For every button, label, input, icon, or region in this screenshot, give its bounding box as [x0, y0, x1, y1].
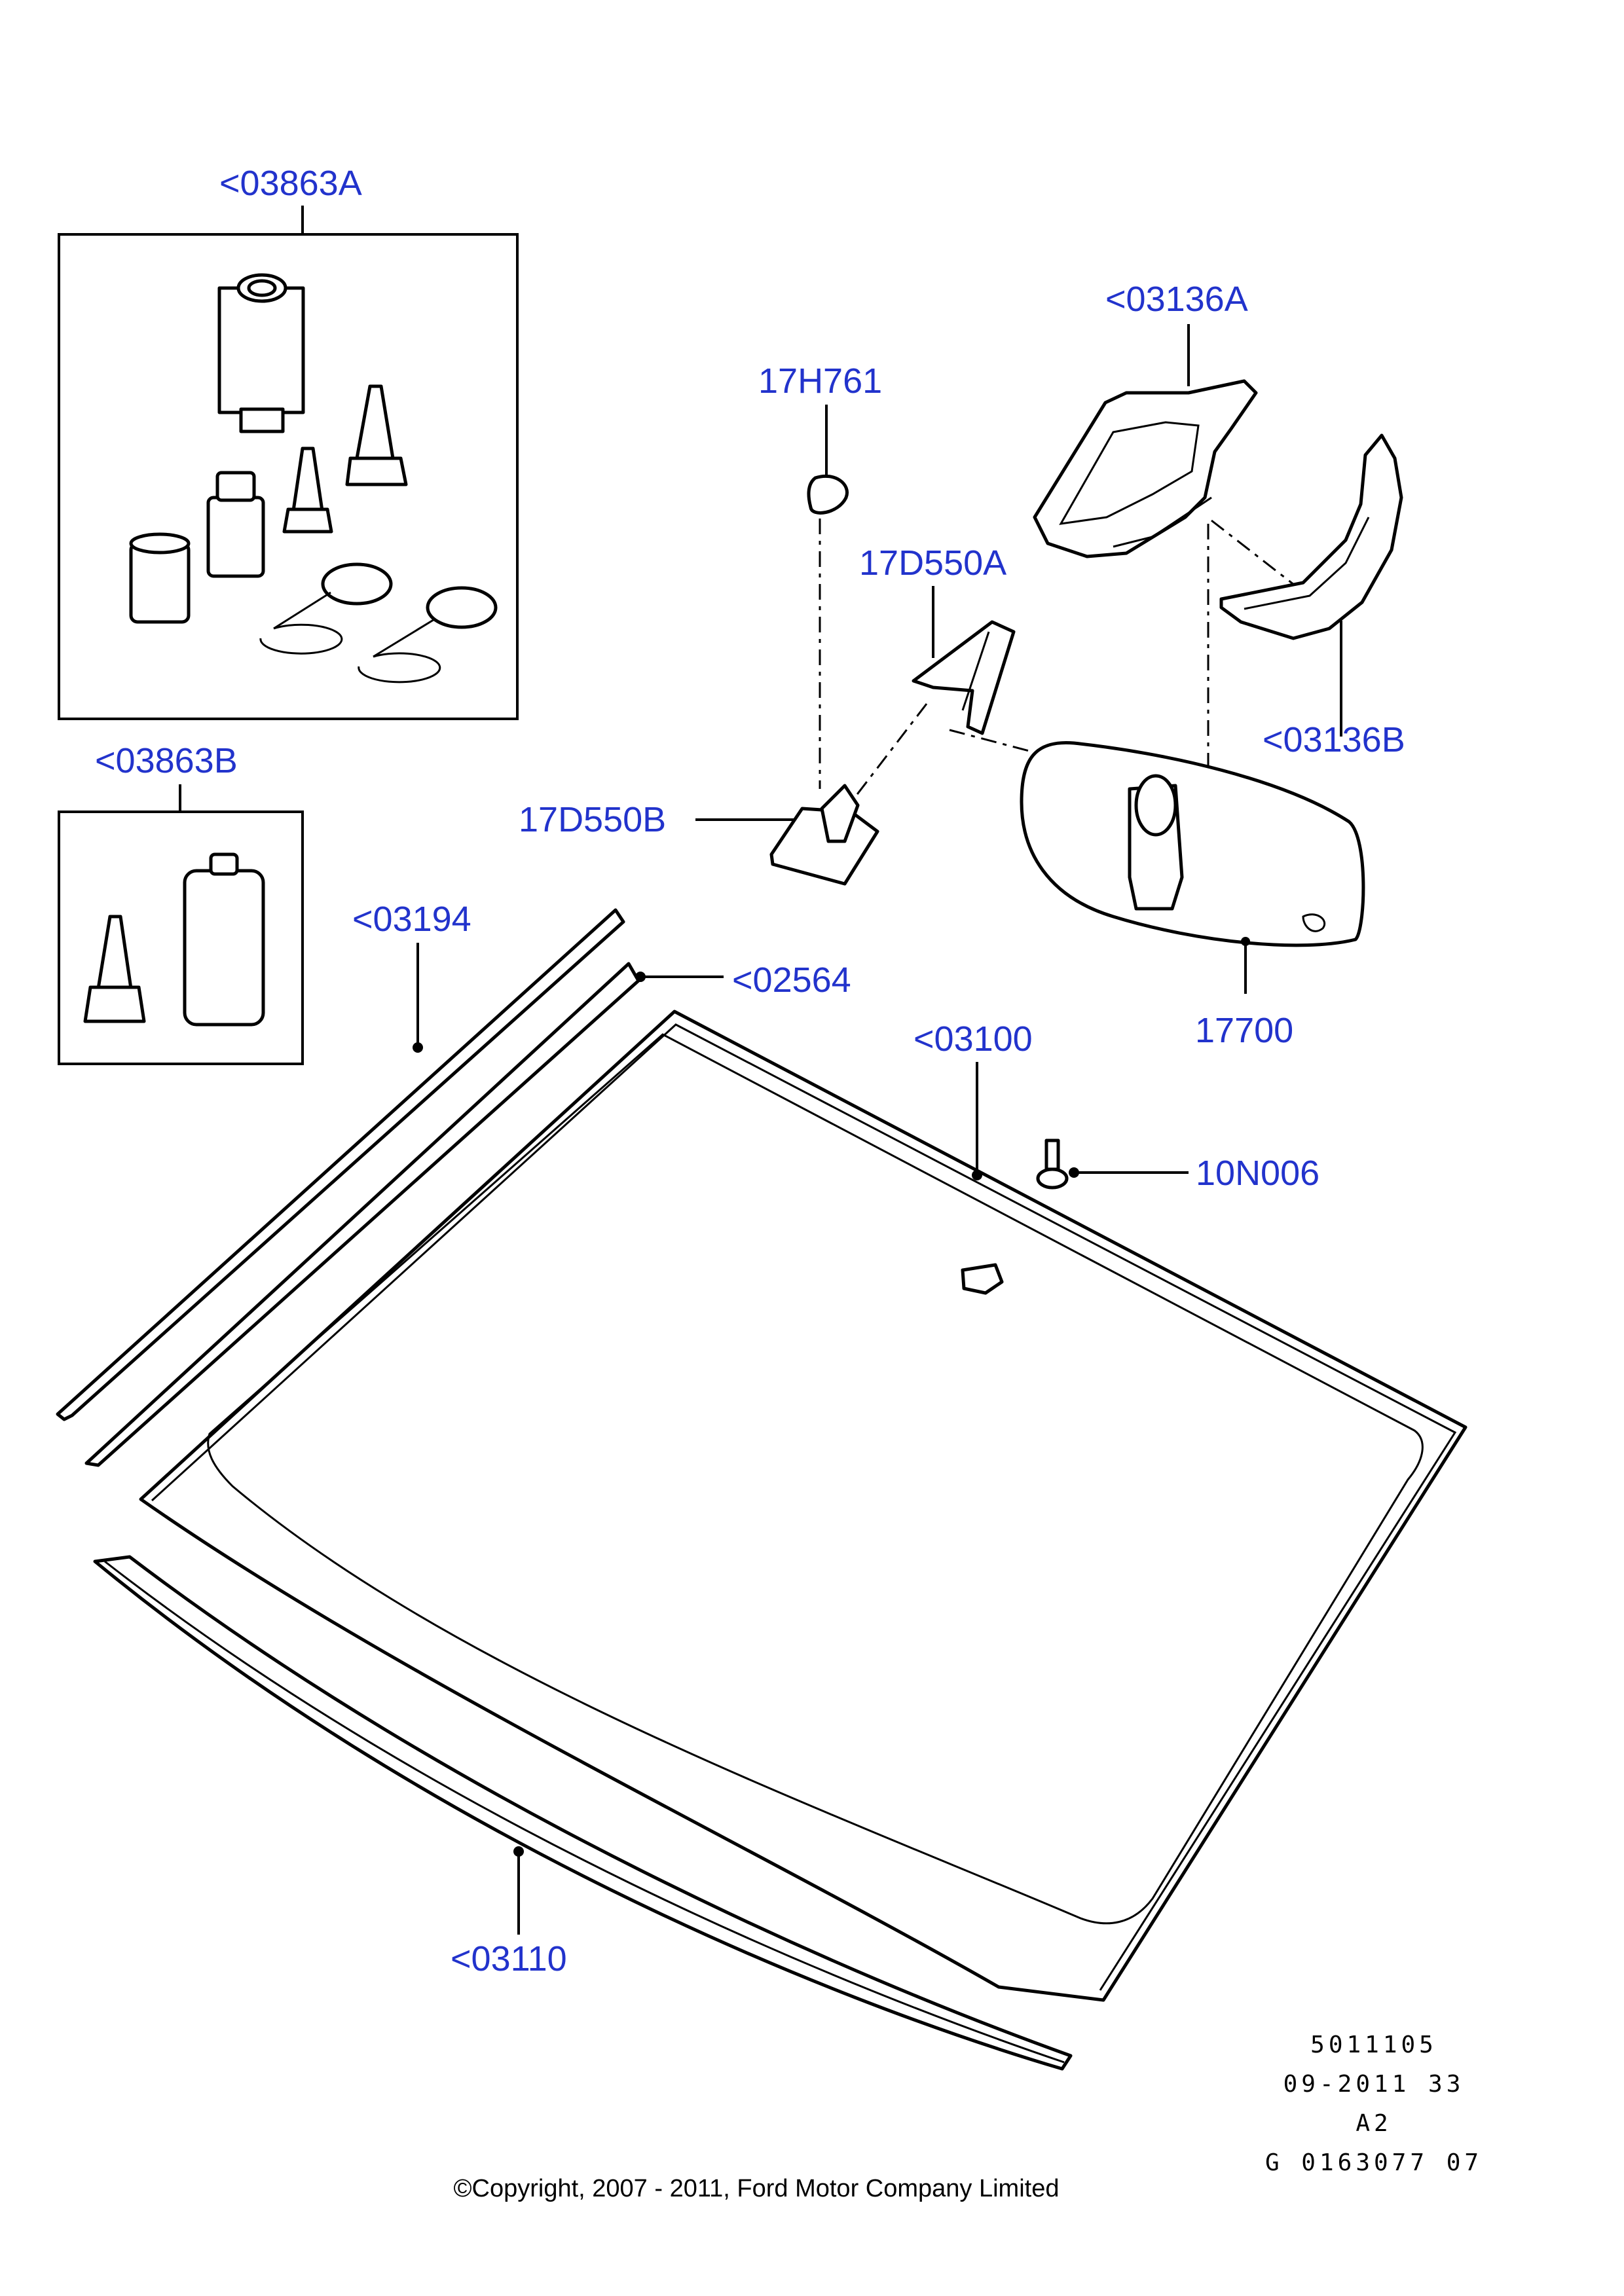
a-pillar-molding-icon: [56, 908, 625, 1421]
part-17d550b: 17D550B: [519, 784, 879, 886]
part-03110: <03110: [93, 1555, 1073, 2071]
ref-line-2: 09-2011 33: [1283, 2071, 1465, 2098]
label-17700[interactable]: 17700: [1195, 1011, 1293, 1050]
mirror-cover-upper-icon: [1033, 379, 1258, 558]
adhesive-cartridge-icon: [217, 286, 305, 414]
label-02564[interactable]: <02564: [732, 960, 851, 1000]
label-03110[interactable]: <03110: [451, 1939, 567, 1978]
primer-bottle-icon: [206, 496, 265, 578]
ref-line-4: G 0163077 07: [1265, 2149, 1483, 2176]
ref-line-1: 5011105: [1310, 2032, 1437, 2058]
windshield-glass-icon: [139, 1010, 1467, 2002]
cowl-seal-icon: [93, 1555, 1073, 2071]
kit-03863b: <03863B: [58, 741, 304, 1065]
part-17700: 17700: [1020, 740, 1365, 1050]
label-03100[interactable]: <03100: [913, 1019, 1033, 1059]
windshield-molding-icon: [84, 962, 640, 1467]
part-03136a: <03136A: [1033, 280, 1301, 845]
label-10n006[interactable]: 10N006: [1196, 1154, 1320, 1193]
part-10n006: 10N006: [1036, 1139, 1320, 1193]
nozzle-icon: [291, 446, 324, 513]
applicator-pad-icon: [321, 562, 393, 606]
kit-03863a: <03863A: [58, 164, 519, 720]
part-17d550a: 17D550A: [850, 543, 1137, 803]
cleaner-bottle-icon: [183, 869, 265, 1027]
reference-block: 5011105 09-2011 33 A2 G 0163077 07: [1265, 2032, 1483, 2176]
part-02564: <02564: [84, 960, 851, 1467]
jar-icon: [129, 541, 191, 624]
label-17d550a[interactable]: 17D550A: [859, 543, 1006, 583]
applicator-pad-icon: [426, 586, 498, 629]
sensor-pad-icon: [807, 474, 849, 515]
label-03863a[interactable]: <03863A: [219, 164, 362, 203]
label-03194[interactable]: <03194: [352, 900, 471, 939]
part-03194: <03194: [56, 900, 625, 1421]
ref-line-3: A2: [1356, 2110, 1392, 2137]
nozzle-icon: [355, 384, 395, 460]
rearview-mirror-icon: [1020, 740, 1365, 947]
label-17d550b[interactable]: 17D550B: [519, 800, 666, 839]
mirror-cover-lower-icon: [1219, 433, 1403, 640]
sensor-window-icon: [961, 1263, 1004, 1295]
label-17h761[interactable]: 17H761: [758, 361, 882, 401]
label-03136a[interactable]: <03136A: [1105, 280, 1248, 319]
kit-03863a-box: [58, 233, 519, 720]
nozzle-icon: [96, 915, 133, 991]
bolt-icon: [1044, 1139, 1060, 1171]
part-17h761: 17H761: [758, 361, 882, 789]
part-03136b: <03136B: [1219, 433, 1405, 759]
label-03136b[interactable]: <03136B: [1263, 720, 1405, 759]
mirror-bracket-cover-icon: [912, 620, 1016, 735]
kit-03863b-box: [58, 811, 304, 1065]
part-03100: <03100: [139, 1010, 1467, 2002]
label-03863b[interactable]: <03863B: [95, 741, 238, 780]
copyright-notice: ©Copyright, 2007 - 2011, Ford Motor Comp…: [454, 2175, 1060, 2202]
